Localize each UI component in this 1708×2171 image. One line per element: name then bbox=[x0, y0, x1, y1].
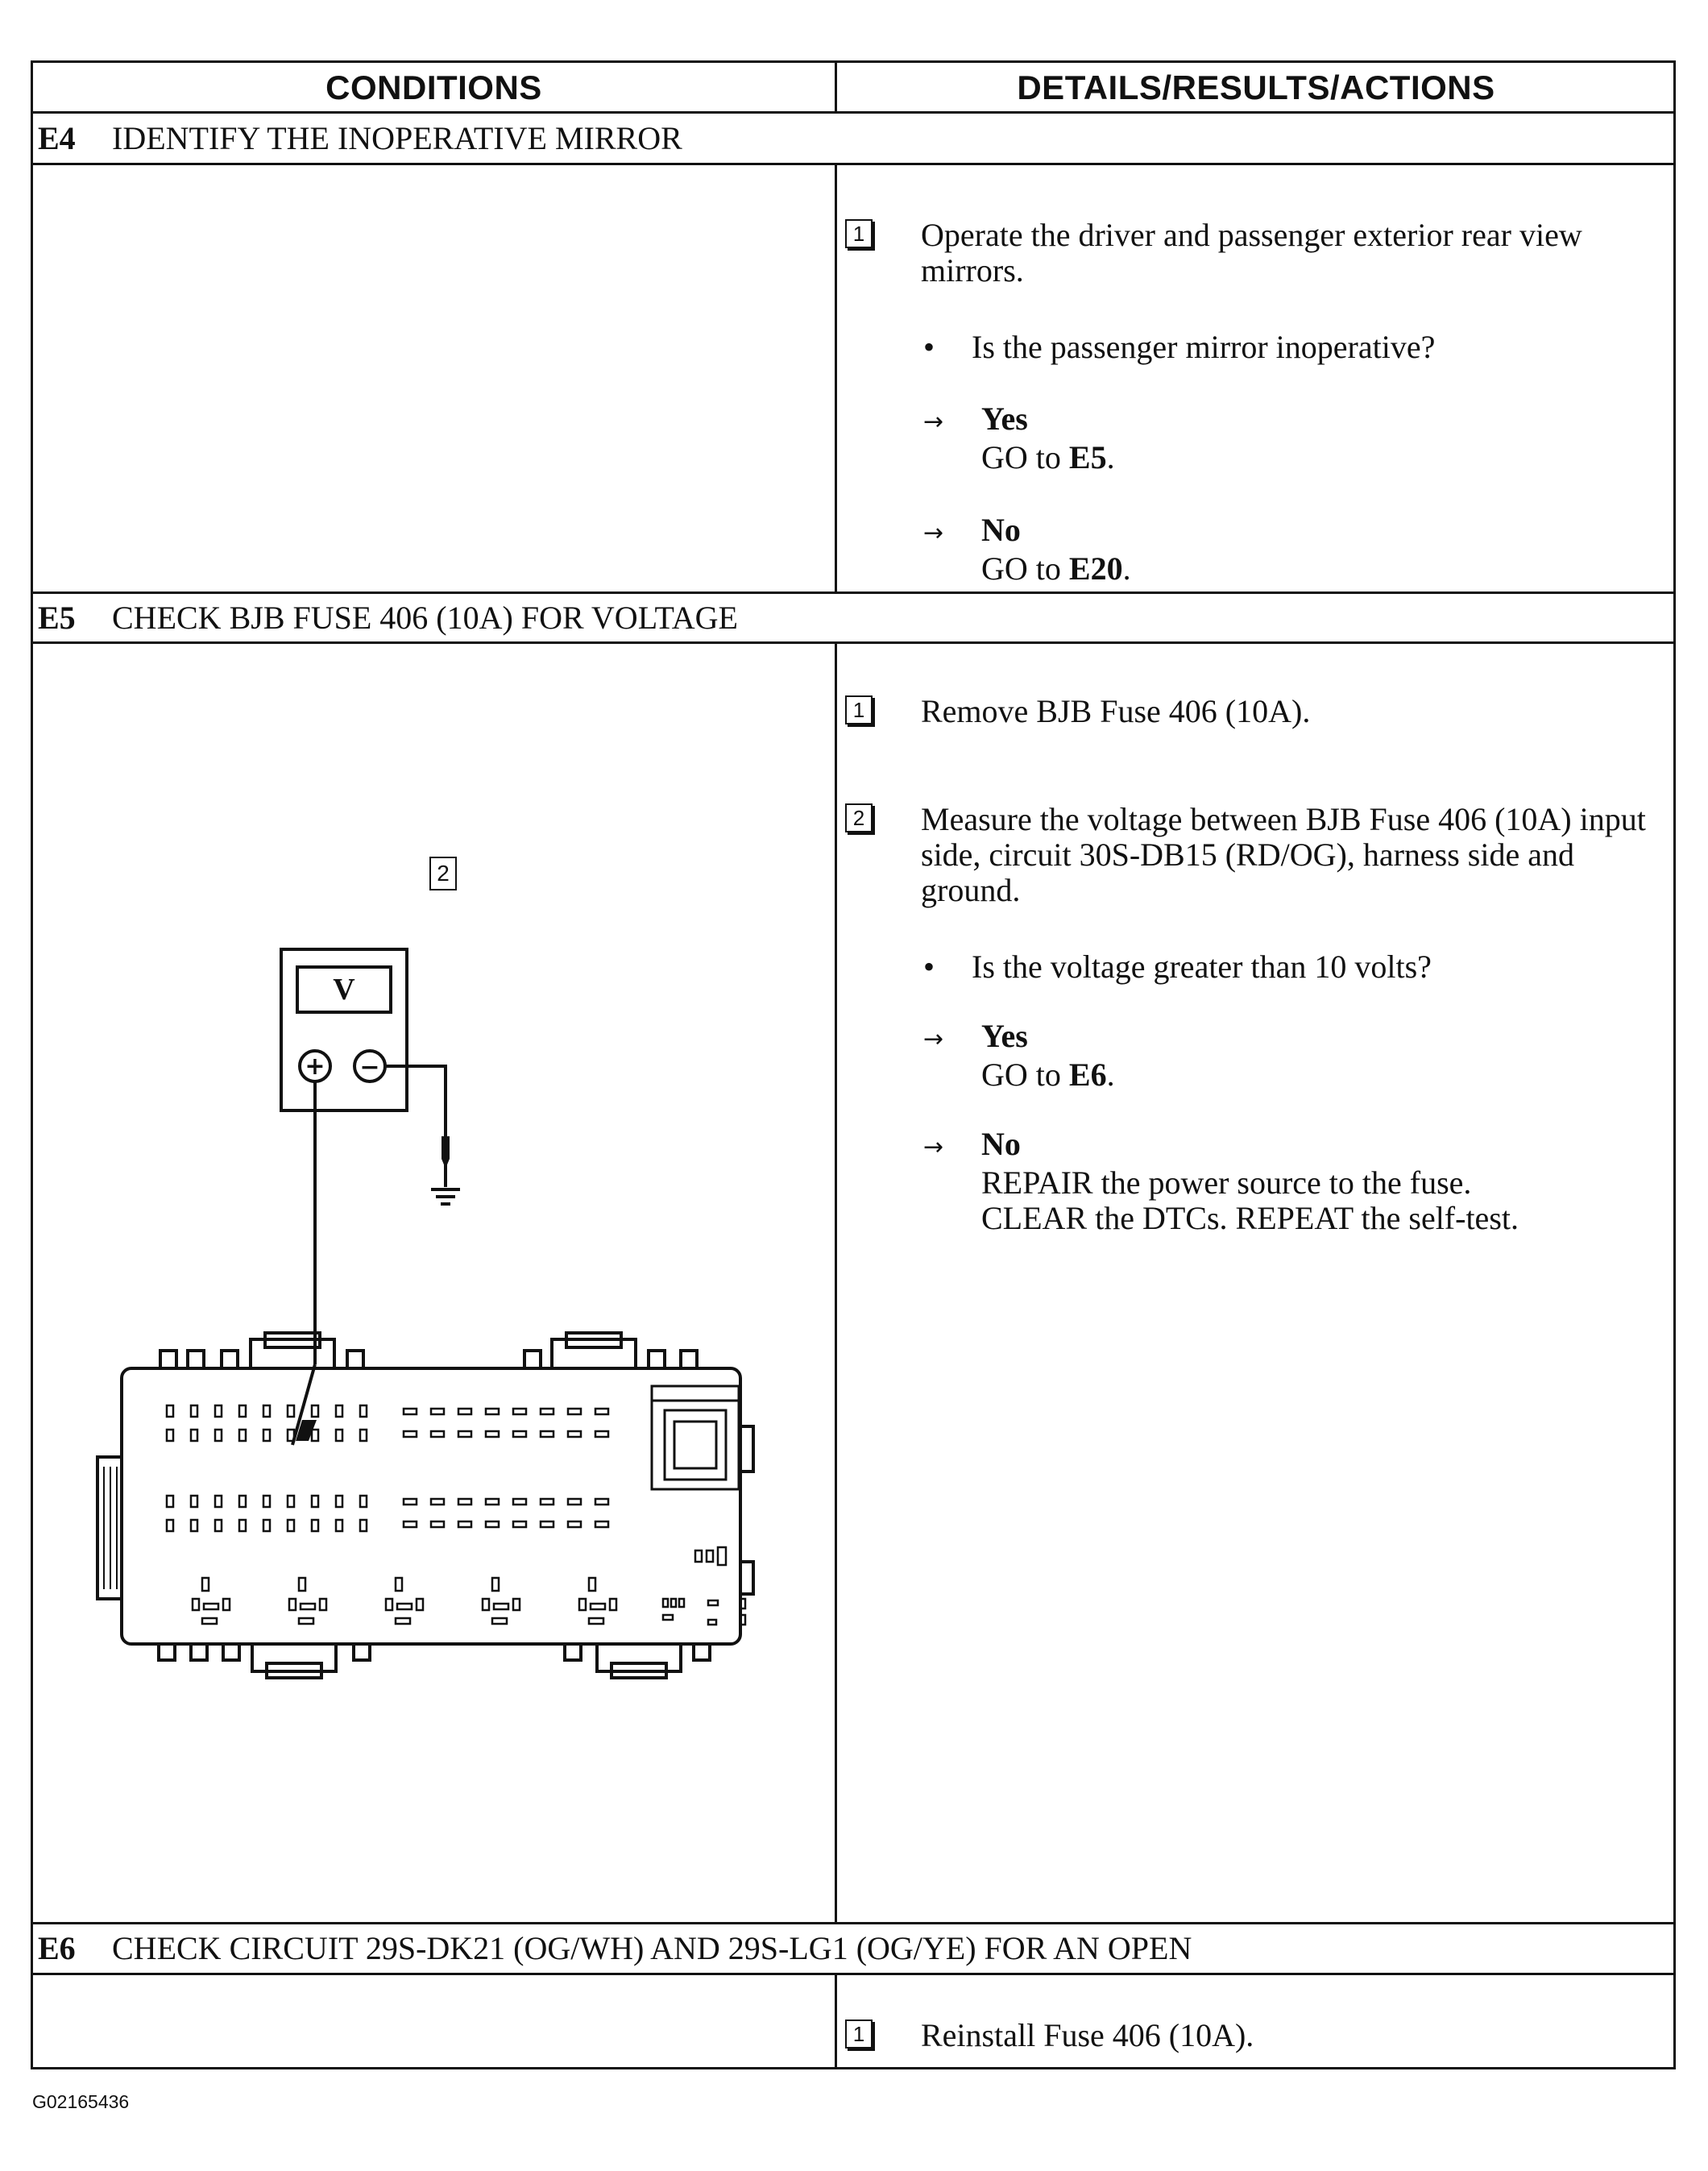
relay-socket-row bbox=[191, 1576, 618, 1625]
section-code: E4 bbox=[38, 119, 76, 156]
question-text: Is the passenger mirror inoperative? bbox=[972, 329, 1436, 365]
diagnostic-table: CONDITIONS DETAILS/RESULTS/ACTIONS E4 IDE… bbox=[31, 60, 1676, 2069]
column-divider bbox=[835, 63, 837, 112]
divider bbox=[33, 1973, 1673, 1975]
plus-sign: + bbox=[305, 1052, 325, 1081]
maxi-fuse-row-2 bbox=[402, 1497, 610, 1529]
result-action: CLEAR the DTCs. REPEAT the self-test. bbox=[981, 1200, 1519, 1236]
section-header-e5: E5 CHECK BJB FUSE 406 (10A) FOR VOLTAGE bbox=[38, 594, 738, 641]
result-target: E20 bbox=[1068, 550, 1123, 587]
arrow-right-icon: → bbox=[923, 1133, 944, 1161]
mini-fuse-row-1 bbox=[165, 1404, 368, 1442]
result-label: Yes bbox=[981, 401, 1028, 437]
section-code: E6 bbox=[38, 1929, 76, 1966]
arrow-right-icon: → bbox=[923, 519, 944, 547]
voltmeter-bjb-diagram: V + − bbox=[96, 948, 755, 1679]
section-title: CHECK BJB FUSE 406 (10A) FOR VOLTAGE bbox=[112, 599, 738, 636]
divider bbox=[33, 1922, 1673, 1924]
column-divider bbox=[835, 1973, 837, 2069]
maxi-fuse-row-1 bbox=[402, 1407, 610, 1438]
e4-step-1: 1 Operate the driver and passenger exter… bbox=[845, 218, 1659, 288]
e6-step-1: 1 Reinstall Fuse 406 (10A). bbox=[845, 2018, 1659, 2053]
diagram-step-callout: 2 bbox=[429, 857, 457, 890]
divider bbox=[33, 163, 1673, 165]
column-divider bbox=[835, 641, 837, 1923]
result-target: E5 bbox=[1068, 439, 1107, 475]
step-number: 1 bbox=[845, 219, 873, 248]
divider bbox=[33, 111, 1673, 114]
question-text: Is the voltage greater than 10 volts? bbox=[972, 949, 1432, 985]
step-text: Measure the voltage between BJB Fuse 406… bbox=[921, 801, 1646, 908]
result-label: No bbox=[981, 512, 1021, 548]
figure-id: G02165436 bbox=[32, 2091, 130, 2112]
step-number: 2 bbox=[845, 803, 873, 832]
bullet-icon: • bbox=[923, 329, 935, 365]
section-title: IDENTIFY THE INOPERATIVE MIRROR bbox=[112, 119, 682, 156]
minus-sign: − bbox=[359, 1053, 379, 1081]
divider bbox=[33, 641, 1673, 644]
result-label: Yes bbox=[981, 1018, 1028, 1054]
result-label: No bbox=[981, 1126, 1021, 1162]
bullet-icon: • bbox=[923, 949, 935, 985]
step-text: Reinstall Fuse 406 (10A). bbox=[921, 2017, 1254, 2053]
e5-result-yes: →Yes GO to E6. bbox=[923, 1018, 1115, 1093]
details-column-header: DETAILS/RESULTS/ACTIONS bbox=[1017, 68, 1495, 106]
right-fuse-cluster bbox=[661, 1546, 747, 1626]
voltmeter-label: V bbox=[333, 973, 355, 1007]
result-action: GO to bbox=[981, 1056, 1069, 1093]
voltmeter-body bbox=[280, 948, 408, 1112]
e4-result-yes: →Yes GO to E5. bbox=[923, 401, 1115, 475]
e5-step-2: 2 Measure the voltage between BJB Fuse 4… bbox=[845, 802, 1659, 908]
result-target: E6 bbox=[1068, 1056, 1107, 1093]
step-number: 1 bbox=[845, 2019, 873, 2049]
section-header-e4: E4 IDENTIFY THE INOPERATIVE MIRROR bbox=[38, 114, 682, 161]
meter-probe-icon bbox=[296, 1420, 317, 1441]
result-action: REPAIR the power source to the fuse. bbox=[981, 1164, 1472, 1201]
e5-question: • Is the voltage greater than 10 volts? bbox=[923, 949, 1432, 985]
divider bbox=[33, 592, 1673, 594]
voltmeter-display bbox=[296, 965, 392, 1014]
e5-result-no: → No REPAIR the power source to the fuse.… bbox=[923, 1127, 1519, 1236]
arrow-right-icon: → bbox=[923, 408, 944, 436]
step-text: Operate the driver and passenger exterio… bbox=[921, 217, 1582, 288]
column-divider bbox=[835, 163, 837, 592]
result-action: GO to bbox=[981, 550, 1069, 587]
section-code: E5 bbox=[38, 599, 76, 636]
result-action: GO to bbox=[981, 439, 1069, 475]
section-title: CHECK CIRCUIT 29S-DK21 (OG/WH) AND 29S-L… bbox=[112, 1929, 1192, 1966]
conditions-column-header: CONDITIONS bbox=[325, 68, 542, 106]
e4-result-no: →No GO to E20. bbox=[923, 512, 1131, 587]
e4-question: • Is the passenger mirror inoperative? bbox=[923, 330, 1435, 365]
e5-step-1: 1 Remove BJB Fuse 406 (10A). bbox=[845, 694, 1659, 729]
arrow-right-icon: → bbox=[923, 1025, 944, 1053]
section-header-e6: E6 CHECK CIRCUIT 29S-DK21 (OG/WH) AND 29S… bbox=[38, 1924, 1192, 1971]
step-text: Remove BJB Fuse 406 (10A). bbox=[921, 693, 1311, 729]
mini-fuse-row-2 bbox=[165, 1494, 368, 1533]
step-number: 1 bbox=[845, 695, 873, 724]
